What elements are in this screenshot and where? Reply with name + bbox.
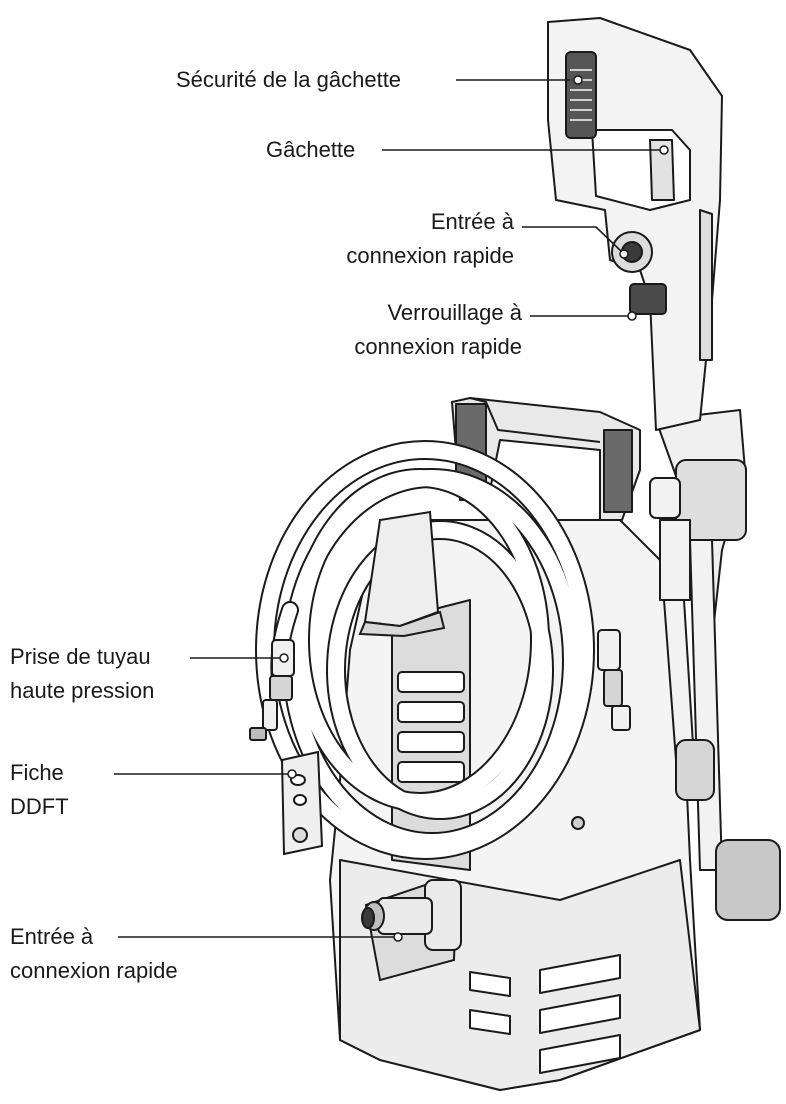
label-quick-lock-line1: Verrouillage à: [387, 300, 522, 325]
label-hose-outlet-line2: haute pression: [10, 678, 155, 703]
leader-lines: [114, 79, 662, 938]
label-gfci-plug-line1: Fiche: [10, 760, 64, 785]
label-trigger: Gâchette: [266, 137, 356, 162]
leader-dots: [279, 75, 669, 942]
label-water-quick-inlet-line1: Entrée à: [10, 924, 94, 949]
label-quick-lock-line2: connexion rapide: [354, 334, 522, 359]
hose-gun-fitting: [597, 629, 631, 731]
label-water-quick-inlet: Entrée à connexion rapide: [10, 920, 178, 988]
label-hose-outlet: Prise de tuyau haute pression: [10, 640, 154, 708]
handle-opening: [591, 129, 691, 211]
label-trigger-safety: Sécurité de la gâchette: [176, 67, 402, 92]
trigger-part: [649, 139, 675, 201]
water-inlet-connector: [361, 878, 462, 982]
label-gfci-plug: Fiche DDFT: [10, 756, 69, 824]
center-vents: [397, 671, 465, 783]
label-quick-lock: Verrouillage à connexion rapide: [300, 296, 522, 364]
gfci-plug: [280, 750, 324, 856]
spray-lance: [649, 409, 781, 921]
label-gun-quick-inlet: Entrée à connexion rapide: [298, 205, 514, 273]
label-gun-quick-inlet-line2: connexion rapide: [346, 243, 514, 268]
trigger-safety-part: [565, 51, 597, 139]
label-water-quick-inlet-line2: connexion rapide: [10, 958, 178, 983]
label-hose-outlet-line1: Prise de tuyau: [10, 644, 151, 669]
label-gfci-plug-line2: DDFT: [10, 794, 69, 819]
lower-vents: [469, 954, 621, 1074]
hose-hanger: [358, 510, 446, 638]
label-gun-quick-inlet-line1: Entrée à: [430, 209, 514, 234]
leader-gun-inlet: [522, 226, 623, 253]
